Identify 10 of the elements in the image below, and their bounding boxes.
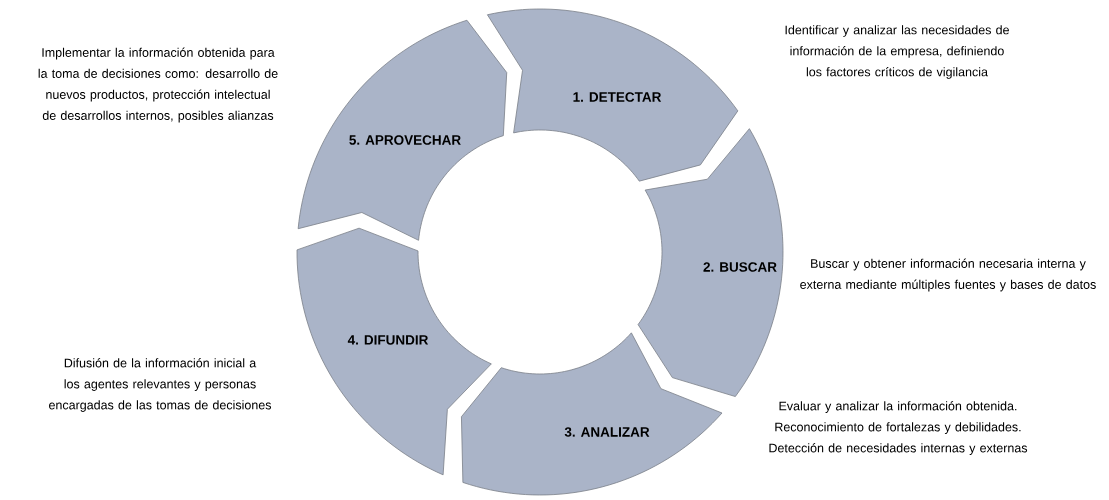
description-text: Implementar la información obtenida para la toma de decisiones como: desarrollo de nuevos productos, protección intelectual de desarrollos internos, posibles alianzas (38, 47, 278, 123)
cycle-segment: 4. DIFUNDIR (296, 227, 492, 476)
cycle-segment: 3. ANALIZAR (461, 332, 723, 496)
description-text: Difusión de la información inicial a los agentes relevantes y personas encargadas de las tomas de decisiones (49, 358, 272, 412)
cycle-segment: 1. DETECTAR (487, 8, 739, 182)
description-text: Identificar y analizar las necesidades de información de la empresa, definiendo los factores críticos de vigilancia (785, 25, 1009, 79)
cycle-segment: 5. APROVECHAR (297, 19, 508, 241)
description-text: Evaluar y analizar la información obtenida. Reconocimiento de fortalezas y debilidades. Detección de necesidades internas y externas (769, 401, 1028, 455)
description-text: Buscar y obtener información necesaria interna y externa mediante múltiples fuentes y bases de datos (800, 258, 1096, 292)
cycle-segment: 2. BUSCAR (637, 128, 784, 397)
